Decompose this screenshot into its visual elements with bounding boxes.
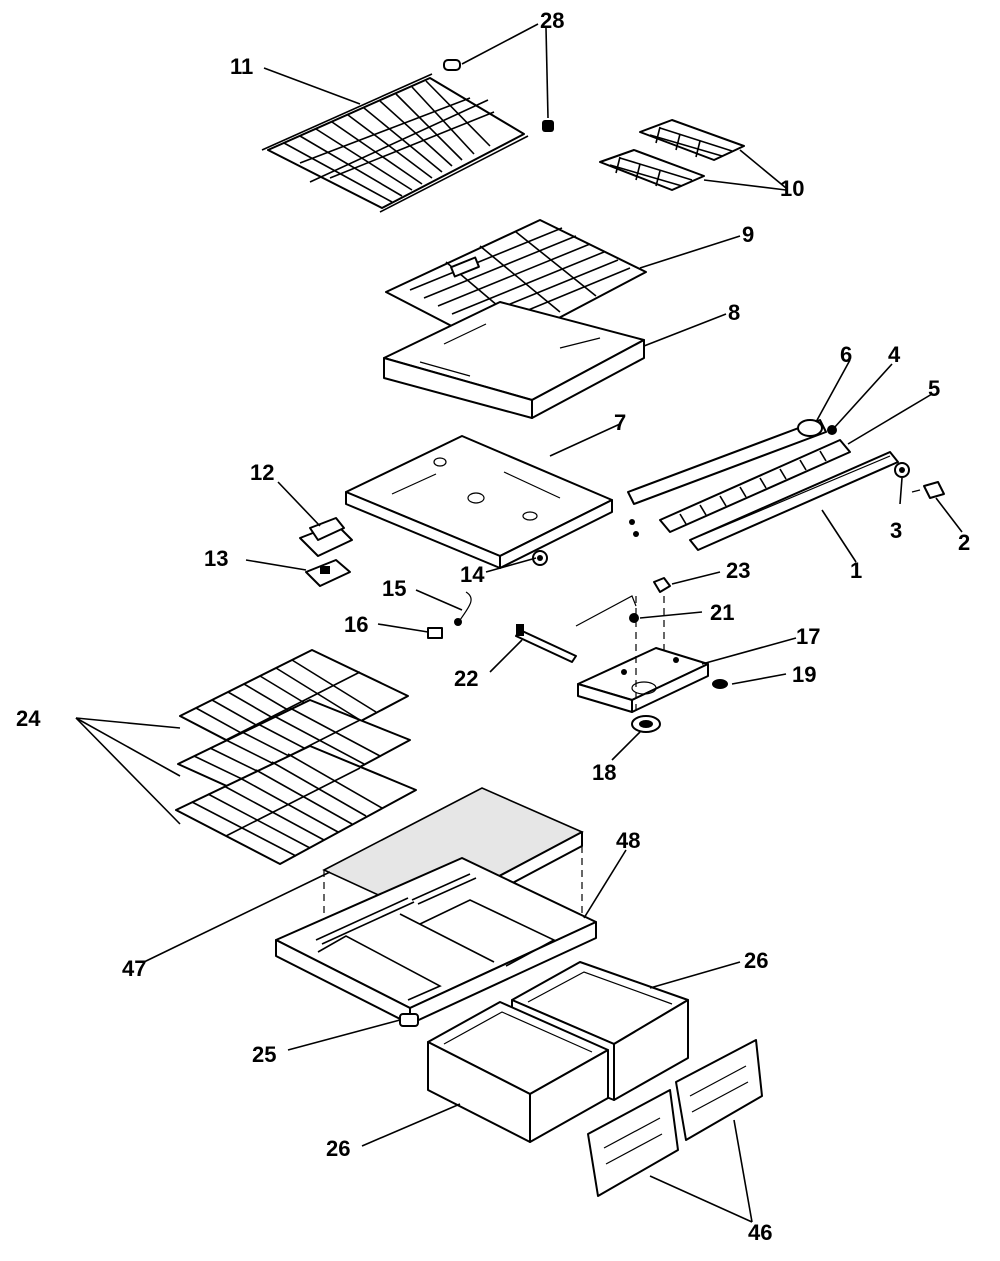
part-46-drawer-fronts (587, 1039, 763, 1197)
part-16-connector (427, 627, 443, 639)
part-19-plug (712, 679, 728, 689)
part-12-bracket (299, 517, 353, 557)
part-10-egg-trays (599, 119, 745, 191)
part-7-shelf-panel (345, 435, 613, 569)
callout-47: 47 (122, 956, 146, 981)
part-2-screw (911, 481, 945, 499)
callout-48: 48 (616, 828, 640, 853)
part-24-wire-shelves (175, 649, 417, 865)
callout-9: 9 (742, 222, 754, 247)
callout-21: 21 (710, 600, 734, 625)
part-1-rail (689, 451, 899, 551)
callout-28: 28 (540, 8, 564, 33)
callout-14: 14 (460, 562, 485, 587)
part-21-screw (629, 613, 639, 623)
callout-24: 24 (16, 706, 41, 731)
part-26-crisper-drawer-front (427, 1001, 609, 1143)
part-22-rod (515, 624, 577, 663)
leader-lines (75, 23, 963, 1223)
callout-25: 25 (252, 1042, 276, 1067)
callout-11: 11 (230, 54, 253, 79)
callout-15: 15 (382, 576, 406, 601)
callout-5: 5 (928, 376, 940, 401)
callout-17: 17 (796, 624, 820, 649)
part-23-nut (653, 577, 671, 593)
part-15-wire (454, 591, 472, 626)
callout-6: 6 (840, 342, 852, 367)
callout-22: 22 (454, 666, 478, 691)
callout-3: 3 (890, 518, 902, 543)
part-48-crisper-frame (275, 857, 597, 1025)
part-11-wire-shelf (261, 73, 529, 213)
part-28-end-caps (443, 59, 554, 132)
callout-2: 2 (958, 530, 970, 555)
part-6-rail (627, 419, 827, 505)
part-3-nut (894, 462, 910, 478)
part-17-control-housing (575, 595, 709, 716)
part-14-screw (532, 550, 548, 566)
callout-10: 10 (780, 176, 804, 201)
callout-26-upper: 26 (744, 948, 768, 973)
part-13-bracket (305, 559, 351, 587)
callout-18: 18 (592, 760, 616, 785)
callout-16: 16 (344, 612, 368, 637)
callout-19: 19 (792, 662, 816, 687)
callout-7: 7 (614, 410, 626, 435)
part-8-cover-panel (383, 301, 645, 419)
callout-13: 13 (204, 546, 228, 571)
callout-1: 1 (850, 558, 862, 583)
callout-26-lower: 26 (326, 1136, 350, 1161)
part-5-rail (629, 439, 851, 537)
part-25-frame-glide (399, 1013, 419, 1027)
callout-labels: 11 28 10 9 8 6 4 5 7 12 13 14 3 2 1 15 1… (16, 8, 970, 1245)
callout-23: 23 (726, 558, 750, 583)
callout-12: 12 (250, 460, 274, 485)
callout-8: 8 (728, 300, 740, 325)
callout-4: 4 (888, 342, 901, 367)
part-18-knob (631, 715, 661, 733)
callout-46: 46 (748, 1220, 772, 1245)
